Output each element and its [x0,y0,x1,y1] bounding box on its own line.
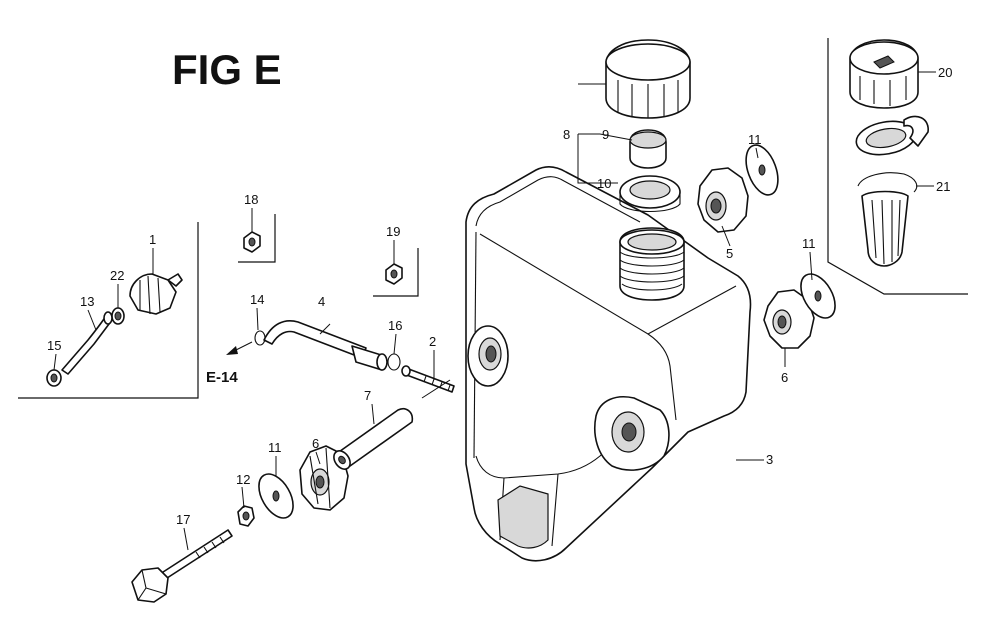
clip-19 [385,263,403,285]
callout-12: 12 [236,472,250,487]
callout-6-lower: 6 [312,436,319,451]
callout-16: 16 [388,318,402,333]
arrow-icon [226,346,238,355]
callout-2: 2 [429,334,436,349]
clip-22 [111,307,125,325]
clip-18 [243,231,261,253]
cap-inner-plug [629,129,667,169]
callout-8: 8 [563,127,570,142]
nut-12 [237,505,255,527]
bolt-17 [131,529,233,603]
fuel-tank [465,166,752,562]
callout-3: 3 [766,452,773,467]
leader-lines [53,71,936,551]
callout-11-right: 11 [802,236,816,251]
cross-reference-e14: E-14 [206,369,238,386]
callout-20: 20 [938,65,952,80]
callout-21: 21 [936,179,950,194]
callout-22: 22 [110,268,124,283]
callout-5: 5 [726,246,733,261]
fuel-tube-4 [263,320,388,371]
callout-9: 9 [602,127,609,142]
washer-11-right [800,273,836,319]
clip-15 [46,369,62,387]
part-18-frame [238,214,276,263]
callout-7: 7 [364,388,371,403]
mount-rubber-5 [697,167,749,233]
callout-15: 15 [47,338,61,353]
fuel-cap-20 [849,39,919,109]
callout-14: 14 [250,292,264,307]
clip-16 [387,353,401,371]
washer-11-lower [258,473,294,519]
callout-13: 13 [80,294,94,309]
fuel-cap [605,39,691,119]
callout-19: 19 [386,224,400,239]
callout-4: 4 [318,294,325,309]
callout-11-top: 11 [748,132,762,147]
cap-tether-ring [855,115,929,156]
fuel-filter-1 [129,273,183,315]
callout-1: 1 [149,232,156,247]
callout-17: 17 [176,512,190,527]
figure-title: FIG E [172,46,282,93]
collar-7 [333,407,414,470]
fuel-filter-group-frame [18,222,199,399]
callout-18: 18 [244,192,258,207]
cap-gasket [619,175,681,212]
clip-14 [254,330,266,346]
strainer-21 [857,172,918,267]
mount-rubber-6-right [763,289,815,349]
callout-10: 10 [597,176,611,191]
washer-11-top [745,144,779,196]
cap-option-frame [827,38,968,295]
fuel-hose-13 [61,311,113,375]
stud-bolt-2 [401,365,455,393]
callout-11-lower: 11 [268,440,282,455]
part-19-frame [373,248,419,297]
callout-6-right: 6 [781,370,788,385]
